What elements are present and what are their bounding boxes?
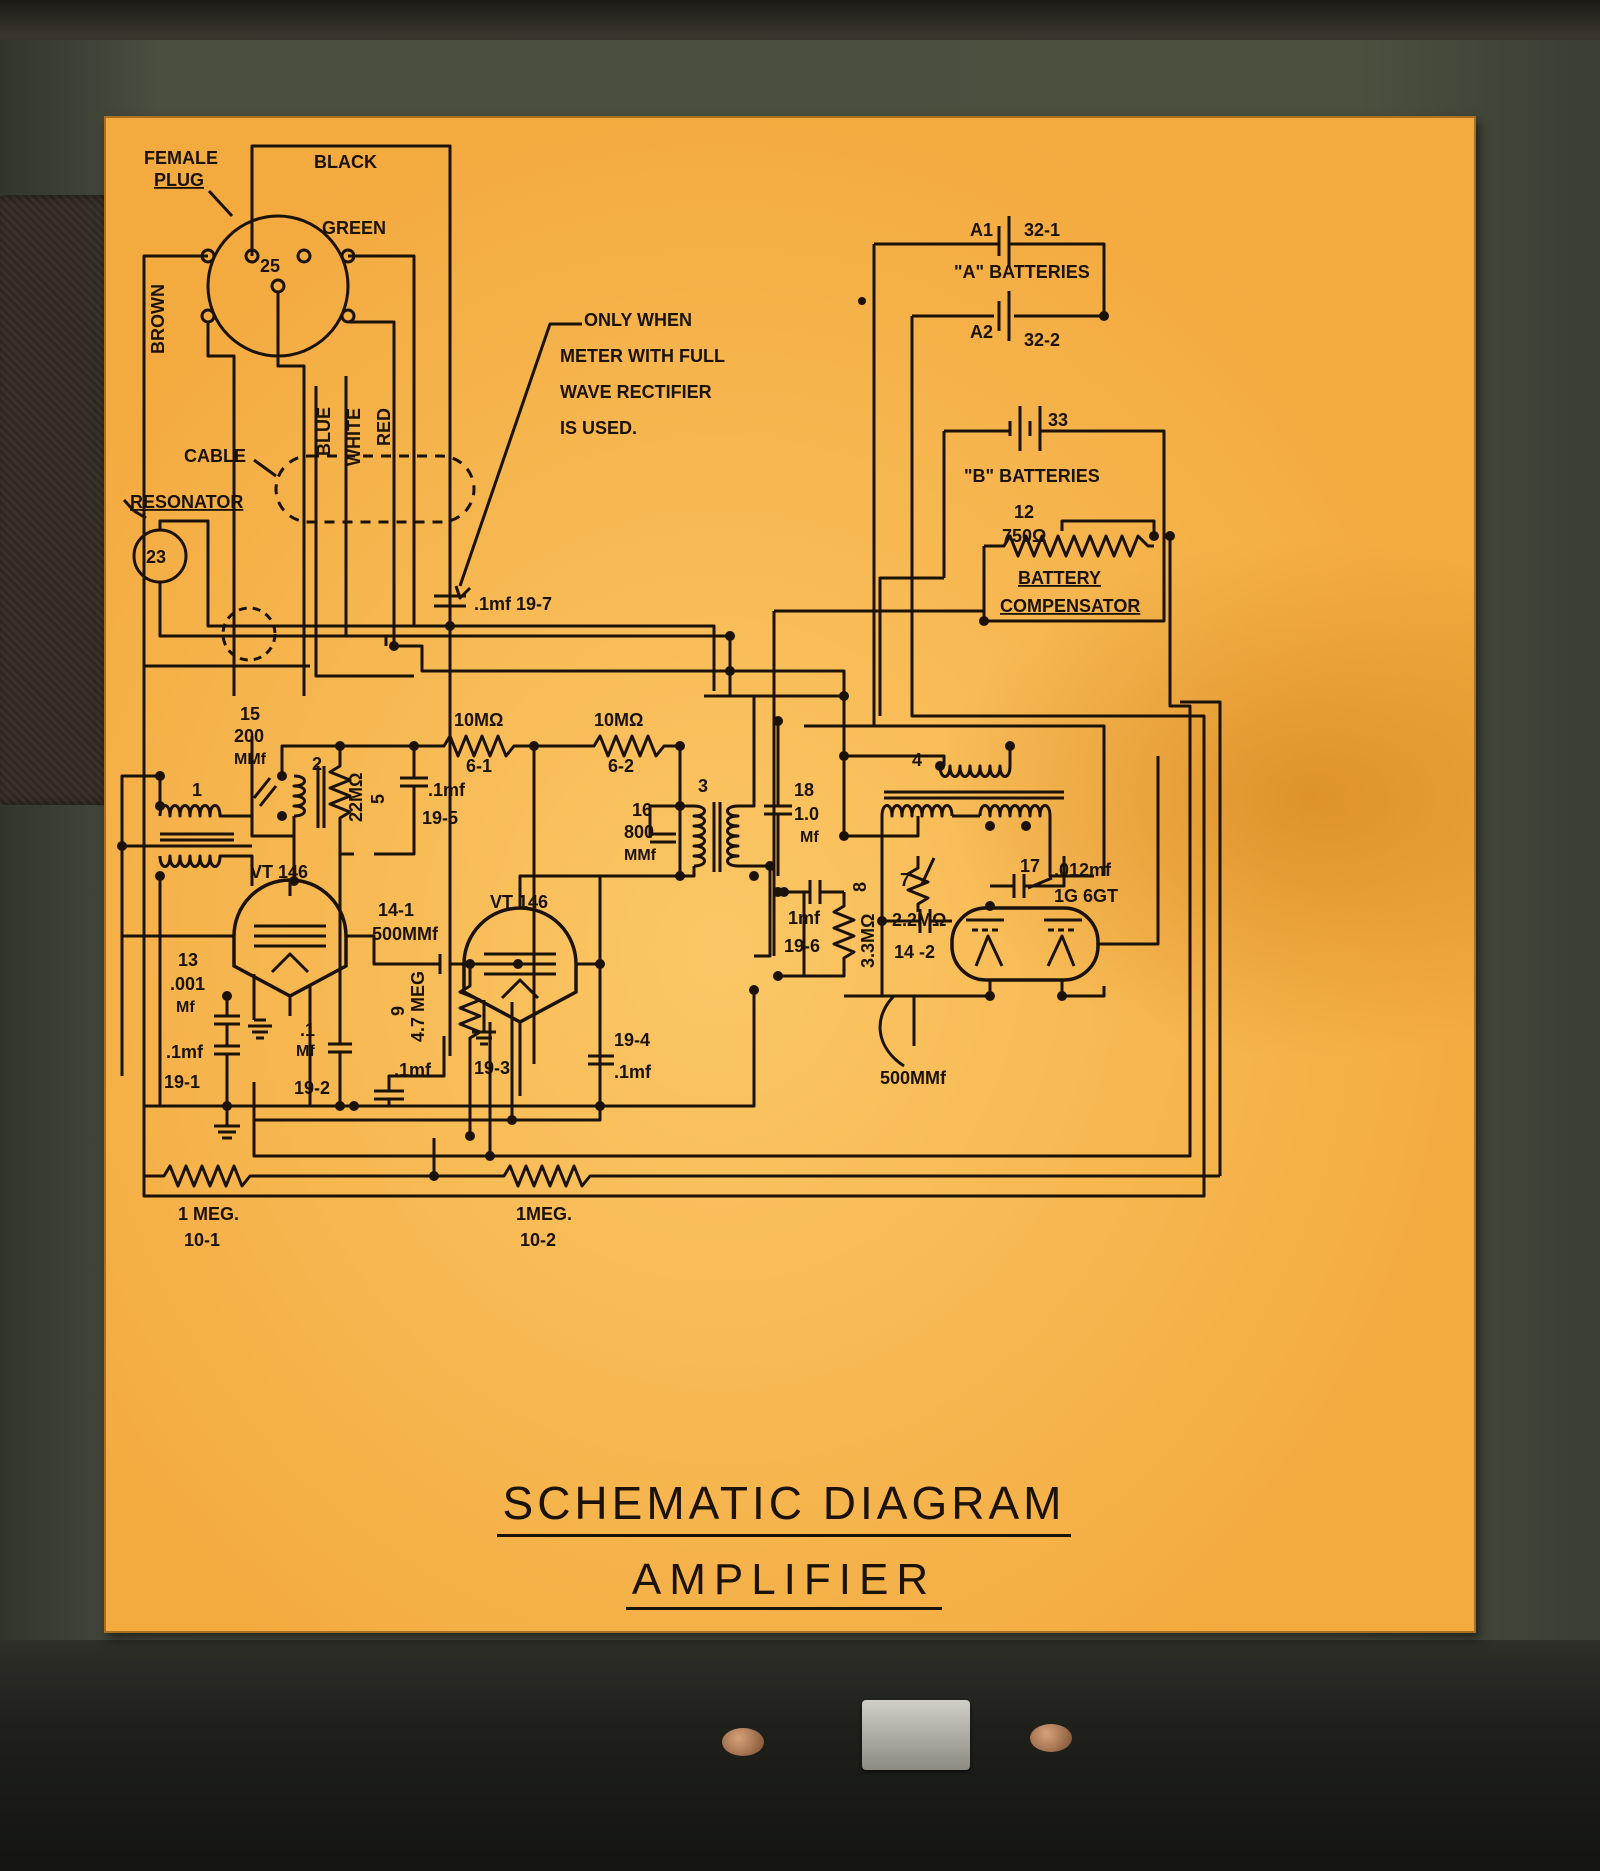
c19-4-value: .1mf <box>614 1062 652 1082</box>
case-latch[interactable] <box>862 1700 970 1770</box>
wire-label-red: RED <box>374 408 394 446</box>
c14-1-value: 500MMf <box>372 924 439 944</box>
a2-label: A2 <box>970 322 993 342</box>
r8-number: 8 <box>850 882 870 892</box>
c19-3-value: .1mf <box>394 1060 432 1080</box>
t2-number: 2 <box>312 754 322 774</box>
c17-number: 17 <box>1020 856 1040 876</box>
c16-number: 16 <box>632 800 652 820</box>
t4-number: 4 <box>912 750 922 770</box>
note-line-1: ONLY WHEN <box>584 310 692 330</box>
b-batteries-label: "B" BATTERIES <box>964 466 1100 486</box>
r7-number: 7 <box>900 870 910 890</box>
wire-label-green: GREEN <box>322 218 386 238</box>
c14-2-number: 14 -2 <box>894 942 935 962</box>
cable-label: CABLE <box>184 446 246 466</box>
schematic-placard: 25 FEMALE PLUG BLACK GREEN BROWN BLUE WH… <box>104 116 1476 1633</box>
c16-value-2: MMf <box>624 847 657 864</box>
wire-label-blue: BLUE <box>314 407 334 456</box>
rivet-left <box>722 1728 764 1756</box>
resonator-label: RESONATOR <box>130 492 243 512</box>
r10-1-value: 1 MEG. <box>178 1204 239 1224</box>
female-plug-label-2: PLUG <box>154 170 204 190</box>
wire-label-black: BLACK <box>314 152 377 172</box>
resonator-number: 23 <box>146 547 166 567</box>
c19-2-value-1: .1 <box>300 1020 315 1040</box>
c19-4-number: 19-4 <box>614 1030 650 1050</box>
r10-2-number: 10-2 <box>520 1230 556 1250</box>
r10-2-value: 1MEG. <box>516 1204 572 1224</box>
b-battery-number: 33 <box>1048 410 1068 430</box>
r8-value: 3.3MΩ <box>858 914 878 968</box>
plug-number: 25 <box>260 256 280 276</box>
a-battery-1-number: 32-1 <box>1024 220 1060 240</box>
a-battery-2-number: 32-2 <box>1024 330 1060 350</box>
battery-compensator-1: BATTERY <box>1018 568 1101 588</box>
title-block: SCHEMATIC DIAGRAM AMPLIFIER <box>424 1476 1144 1610</box>
vt146-a-label: VT 146 <box>250 862 308 882</box>
c13-number: 13 <box>178 950 198 970</box>
c19-6-value: 1mf <box>788 908 821 928</box>
c18-value-2: Mf <box>800 829 819 846</box>
c18-number: 18 <box>794 780 814 800</box>
rivet-right <box>1030 1724 1072 1752</box>
t1-number: 1 <box>192 780 202 800</box>
wire-label-brown: BROWN <box>148 284 168 354</box>
c15-value-1: 200 <box>234 726 264 746</box>
r6-1-value: 10MΩ <box>454 710 503 730</box>
female-plug-label-1: FEMALE <box>144 148 218 168</box>
c19-2-value-2: Mf <box>296 1043 315 1060</box>
cap-19-7-label: .1mf 19-7 <box>474 594 552 614</box>
r6-2-number: 6-2 <box>608 756 634 776</box>
r6-2-value: 10MΩ <box>594 710 643 730</box>
case-bottom <box>0 1640 1600 1871</box>
felt-pad <box>0 195 120 805</box>
c15-number: 15 <box>240 704 260 724</box>
tube-vt146-a <box>232 878 348 998</box>
c19-1-number: 19-1 <box>164 1072 200 1092</box>
a-batteries-label: "A" BATTERIES <box>954 262 1090 282</box>
c19-5-value: .1mf <box>428 780 466 800</box>
r5-number: 5 <box>368 794 388 804</box>
t3-number: 3 <box>698 776 708 796</box>
battery-compensator-2: COMPENSATOR <box>1000 596 1140 616</box>
r5-value: 22MΩ <box>346 773 366 822</box>
c19-6-number: 19-6 <box>784 936 820 956</box>
r12-number: 12 <box>1014 502 1034 522</box>
wire-label-white: WHITE <box>344 408 364 466</box>
tube-1g6gt-label: 1G 6GT <box>1054 886 1118 906</box>
note-line-2: METER WITH FULL <box>560 346 725 366</box>
schematic-subtitle: AMPLIFIER <box>625 1547 943 1610</box>
c17-value: .012mf <box>1054 860 1112 880</box>
schematic-drawing: 25 FEMALE PLUG BLACK GREEN BROWN BLUE WH… <box>117 144 1222 1250</box>
tube-vt146-b <box>462 906 578 1024</box>
c13-value-2: Mf <box>176 999 195 1016</box>
c19-1-value: .1mf <box>166 1042 204 1062</box>
r6-1-number: 6-1 <box>466 756 492 776</box>
r10-1-number: 10-1 <box>184 1230 220 1250</box>
a1-label: A1 <box>970 220 993 240</box>
tube-1g6gt <box>950 906 1100 982</box>
c16-value-1: 800 <box>624 822 654 842</box>
c19-2-number: 19-2 <box>294 1078 330 1098</box>
c19-3-number: 19-3 <box>474 1058 510 1078</box>
c13-value-1: .001 <box>170 974 205 994</box>
c14-2-value: 500MMf <box>880 1068 947 1088</box>
r9-value: 4.7 MEG <box>408 971 428 1042</box>
schematic-title: SCHEMATIC DIAGRAM <box>496 1476 1072 1537</box>
note-line-3: WAVE RECTIFIER <box>560 382 712 402</box>
r9-number: 9 <box>388 1006 408 1016</box>
c18-value-1: 1.0 <box>794 804 819 824</box>
c19-5-number: 19-5 <box>422 808 458 828</box>
note-line-4: IS USED. <box>560 418 637 438</box>
c14-1-number: 14-1 <box>378 900 414 920</box>
c15-value-2: MMf <box>234 751 267 768</box>
